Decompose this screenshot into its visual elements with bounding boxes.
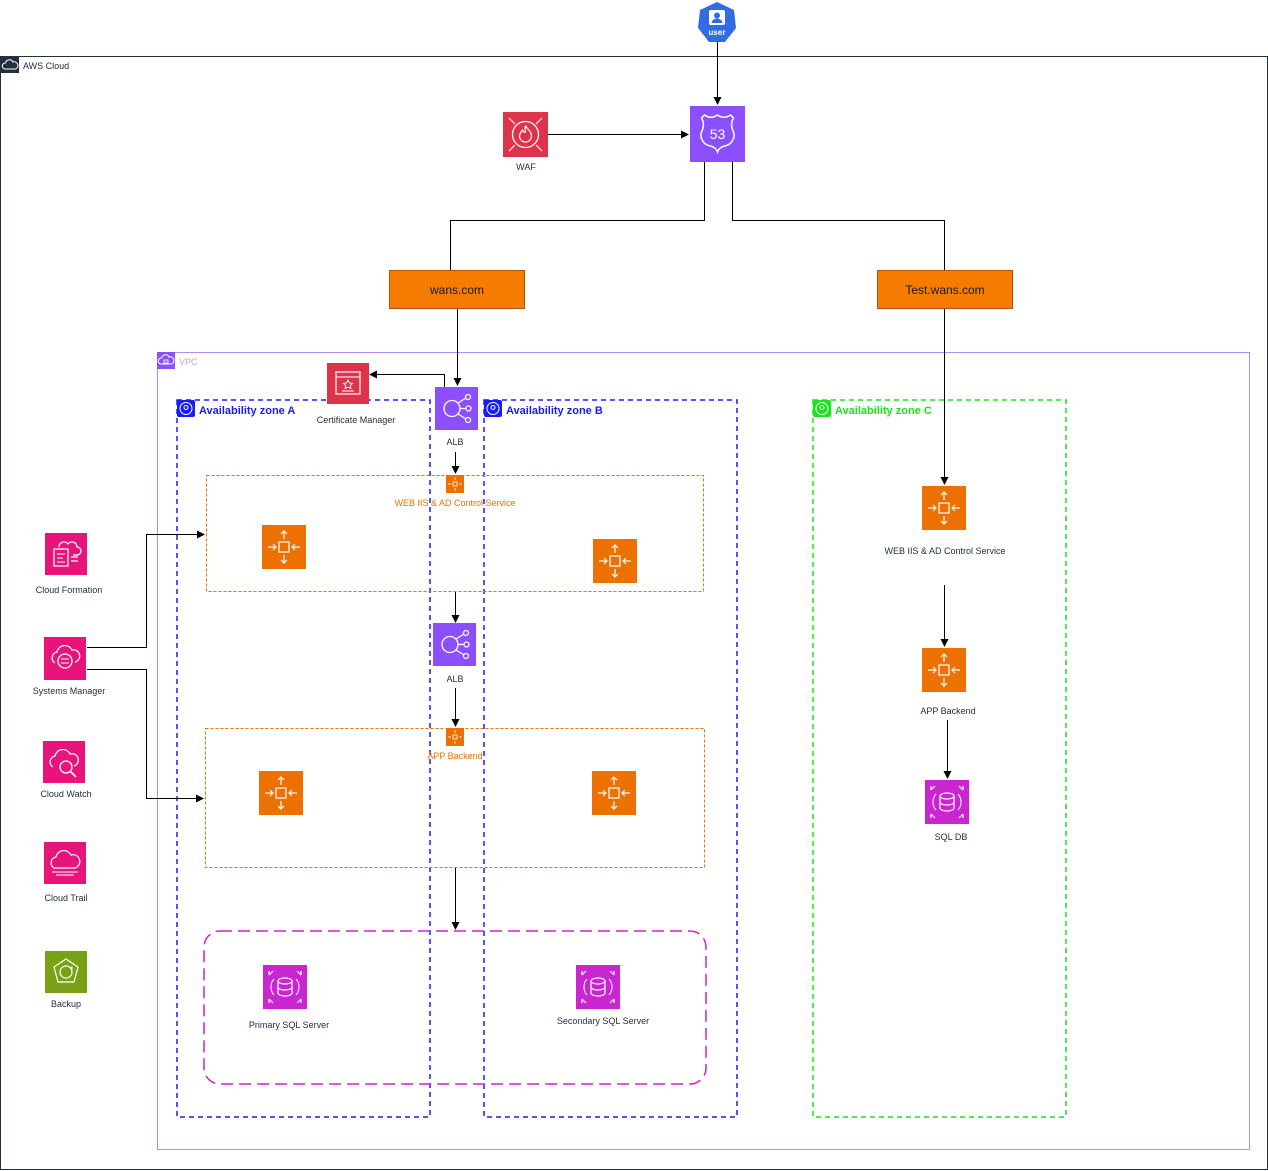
edge-route53-wans (450, 162, 705, 270)
user-label: user (708, 28, 726, 37)
cloud-trail-label: Cloud Trail (44, 893, 88, 903)
zone-b-icon (484, 400, 502, 417)
test-domain-box: Test.wans.com (877, 270, 1013, 309)
alb-mid-icon (433, 623, 476, 666)
secondary-sql-server-icon (576, 965, 620, 1009)
certificate-manager-icon (327, 363, 369, 404)
systems-manager-icon (44, 637, 86, 680)
user-icon: user (696, 1, 738, 43)
primary-sql-server-icon (263, 965, 307, 1009)
web-group-label: WEB IIS & AD Control Service (394, 498, 516, 508)
zone-c-sql-db-label: SQL DB (934, 832, 968, 842)
zone-a-label: Availability zone A (199, 405, 296, 417)
aws-cloud-icon (1, 57, 19, 73)
web-group-boundary (206, 475, 704, 592)
ec2-app-a-icon (259, 771, 303, 815)
availability-zone-b-boundary (483, 399, 738, 1118)
aws-cloud-label: AWS Cloud (23, 61, 70, 71)
vpc-label: VPC (179, 357, 198, 367)
cloud-formation-label: Cloud Formation (35, 585, 103, 595)
ec2-web-b-icon (593, 539, 637, 583)
app-group-boundary (205, 728, 705, 868)
backup-label: Backup (50, 999, 82, 1009)
cloud-watch-icon (43, 741, 85, 783)
zone-c-label: Availability zone C (835, 405, 932, 417)
app-group-autoscaling-icon (446, 728, 464, 746)
alb-top-label: ALB (446, 437, 464, 447)
zone-c-app-ec2-icon (922, 648, 966, 692)
zone-b-label: Availability zone B (506, 405, 603, 417)
backup-icon (45, 951, 87, 993)
vpc-boundary (157, 352, 1250, 1150)
cloud-formation-icon (45, 533, 87, 575)
wans-domain-box: wans.com (389, 270, 525, 309)
alb-mid-label: ALB (446, 674, 464, 684)
availability-zone-a-boundary (176, 399, 431, 1118)
cloud-watch-label: Cloud Watch (40, 789, 92, 799)
availability-zone-c-boundary (812, 399, 1067, 1118)
zone-c-web-ec2-icon (922, 486, 966, 530)
waf-label: WAF (516, 162, 536, 172)
edge-alb-certmanager (369, 370, 445, 387)
zone-c-app-label: APP Backend (920, 706, 976, 716)
zone-c-icon (813, 400, 831, 417)
edge-route53-test (732, 162, 945, 270)
systems-manager-label: Systems Manager (32, 686, 106, 696)
web-group-autoscaling-icon (446, 475, 464, 493)
ec2-web-a-icon (262, 525, 306, 569)
app-group-label: APP Backend (427, 751, 483, 761)
zone-a-icon (177, 400, 195, 417)
secondary-sql-server-label: Secondary SQL Server (556, 1016, 650, 1026)
vpc-icon (157, 352, 175, 369)
primary-sql-server-label: Primary SQL Server (248, 1020, 330, 1030)
zone-c-sql-db-icon (925, 780, 969, 824)
route53-icon: 53 (690, 106, 745, 162)
sql-group-boundary (203, 930, 707, 1085)
edge-ssm-appgroup (87, 669, 204, 803)
certificate-manager-label: Certificate Manager (316, 415, 396, 425)
svg-text:53: 53 (710, 126, 726, 142)
alb-top-icon (435, 387, 478, 430)
ec2-app-b-icon (592, 771, 636, 815)
cloud-trail-icon (44, 842, 86, 884)
zone-c-web-label: WEB IIS & AD Control Service (884, 546, 1006, 556)
aws-cloud-boundary (0, 56, 1268, 1170)
waf-icon (503, 112, 548, 157)
edge-ssm-webgroup (87, 530, 205, 648)
